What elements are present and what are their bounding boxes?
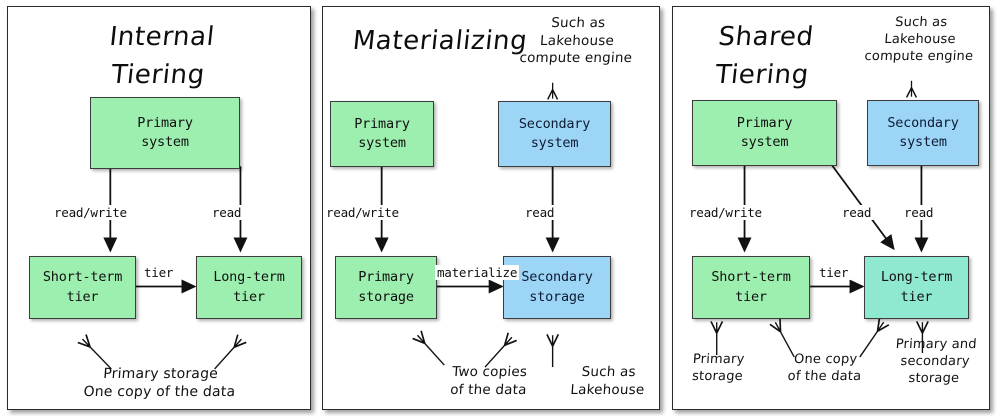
annotation-one-copy-of-the-data: One copy of the data bbox=[787, 352, 862, 384]
node-long-term-tier[interactable]: Long-term tier bbox=[196, 256, 302, 319]
edge-label-read-primary: read bbox=[840, 205, 874, 220]
node-primary-system[interactable]: Primary system bbox=[90, 97, 240, 169]
node-primary-system[interactable]: Primary system bbox=[692, 100, 837, 166]
panel-title: Shared Tiering bbox=[713, 22, 816, 90]
node-secondary-system[interactable]: Secondary system bbox=[867, 100, 979, 166]
edge-label-read-write: read/write bbox=[52, 205, 129, 220]
node-secondary-system[interactable]: Secondary system bbox=[498, 101, 611, 167]
annotation-primary-storage: Primary storage bbox=[691, 352, 745, 384]
node-primary-system[interactable]: Primary system bbox=[330, 101, 434, 167]
edge-label-read: read bbox=[210, 205, 244, 220]
node-primary-storage[interactable]: Primary storage bbox=[335, 256, 437, 319]
annotation-such-as-lakehouse-compute-engine: Such as Lakehouse compute engine bbox=[518, 15, 633, 67]
edge-label-tier: tier bbox=[817, 265, 851, 280]
edge-label-tier: tier bbox=[142, 265, 176, 280]
edge-label-read: read bbox=[523, 205, 557, 220]
annotation-such-as-lakehouse-compute-engine: Such as Lakehouse compute engine bbox=[864, 15, 974, 64]
panel-shared-tiering: Shared Tiering Such as Lakehouse compute… bbox=[672, 6, 990, 410]
annotation-two-copies-of-the-data: Two copies of the data bbox=[449, 364, 528, 398]
panel-materializing: Materializing Such as Lakehouse compute … bbox=[322, 6, 660, 410]
annotation-such-as-lakehouse: Such as Lakehouse bbox=[569, 364, 645, 398]
edge-label-materialize: materialize bbox=[435, 265, 520, 280]
edge-label-read-secondary: read bbox=[902, 205, 936, 220]
edge-label-read-write: read/write bbox=[324, 205, 401, 220]
node-short-term-tier[interactable]: Short-term tier bbox=[692, 256, 810, 319]
annotation-primary-and-secondary-storage: Primary and secondary storage bbox=[895, 337, 978, 386]
panel-internal-tiering: Internal Tiering Primary system Short-te… bbox=[7, 6, 311, 410]
node-secondary-storage[interactable]: Secondary storage bbox=[503, 256, 611, 319]
node-short-term-tier[interactable]: Short-term tier bbox=[29, 256, 136, 319]
node-long-term-tier[interactable]: Long-term tier bbox=[864, 256, 969, 319]
panel-title: Internal Tiering bbox=[107, 22, 217, 90]
edge-label-read-write: read/write bbox=[687, 205, 764, 220]
annotation-primary-storage-one-copy: Primary storage One copy of the data bbox=[82, 366, 236, 401]
